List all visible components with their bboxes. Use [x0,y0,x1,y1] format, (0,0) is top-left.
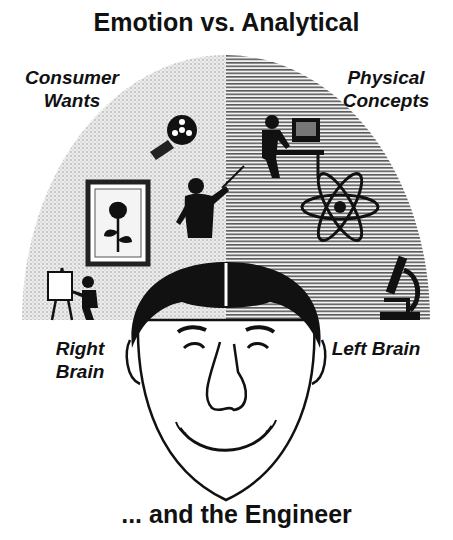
region-label: Right Brain [30,338,130,384]
region-label: Physical Concepts [331,67,441,113]
brain-half-region: Physical ConceptsLeft Brain [226,55,430,390]
region-label: Consumer Wants [17,67,127,113]
brain-half-region: Consumer WantsRight Brain [22,55,226,390]
region-label: Left Brain [326,338,426,361]
diagram-title: Emotion vs. Analytical [0,8,453,37]
diagram-caption: ... and the Engineer [10,500,453,529]
